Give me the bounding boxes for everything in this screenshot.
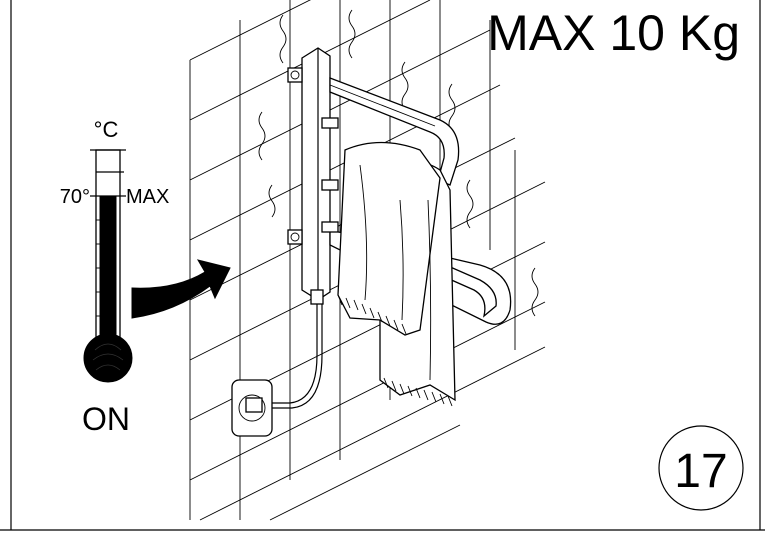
on-state-label: ON (82, 401, 130, 437)
temperature-unit-label: °C (94, 117, 119, 142)
heat-waves (258, 9, 539, 317)
max-setting-label: MAX (126, 186, 169, 208)
wall-socket-icon (231, 379, 273, 437)
thermometer-icon (83, 149, 133, 383)
towels (337, 141, 456, 407)
frame (0, 0, 765, 531)
max-weight-label: MAX 10 Kg (487, 5, 740, 61)
step-number-circle (658, 425, 744, 511)
curved-arrow-icon (131, 259, 231, 319)
temperature-value-label: 70° (60, 186, 90, 208)
step-number-label: 17 (674, 445, 727, 498)
